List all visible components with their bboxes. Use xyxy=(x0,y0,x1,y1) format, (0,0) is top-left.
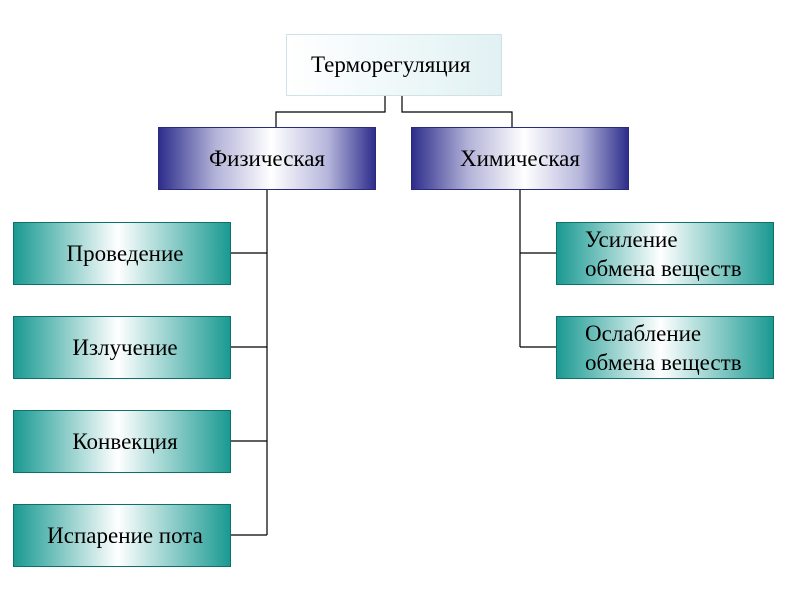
leaf-node-metabolism-increase: Усиление обмена веществ xyxy=(556,222,774,285)
leaf-node-radiation: Излучение xyxy=(13,316,231,379)
leaf-node-metabolism-decrease: Ослабление обмена веществ xyxy=(556,316,774,379)
category-node-label: Химическая xyxy=(460,145,580,171)
root-node-label: Терморегуляция xyxy=(311,52,471,77)
category-node-chemical: Химическая xyxy=(411,127,629,190)
leaf-node-text: Ослабление обмена веществ xyxy=(585,319,742,377)
leaf-node-label: Испарение пота xyxy=(47,522,203,548)
leaf-node-line-1: Ослабление xyxy=(585,320,702,346)
leaf-node-label: Проведение xyxy=(66,240,184,266)
leaf-node-conduction: Проведение xyxy=(13,222,231,285)
leaf-node-label: Конвекция xyxy=(72,428,178,454)
leaf-node-line-2: обмена веществ xyxy=(585,255,742,281)
leaf-node-sweat-evaporation: Испарение пота xyxy=(13,504,231,567)
leaf-node-line-2: обмена веществ xyxy=(585,349,742,375)
connector-root-physical xyxy=(275,96,386,127)
root-node-thermoregulation: Терморегуляция xyxy=(286,34,502,96)
leaf-node-text: Усиление обмена веществ xyxy=(585,225,742,283)
leaf-node-convection: Конвекция xyxy=(13,410,231,473)
category-node-physical: Физическая xyxy=(158,127,376,190)
leaf-node-label: Излучение xyxy=(72,334,178,360)
connector-root-chemical xyxy=(401,96,513,127)
category-node-label: Физическая xyxy=(208,145,326,171)
leaf-node-line-1: Усиление xyxy=(585,226,678,252)
